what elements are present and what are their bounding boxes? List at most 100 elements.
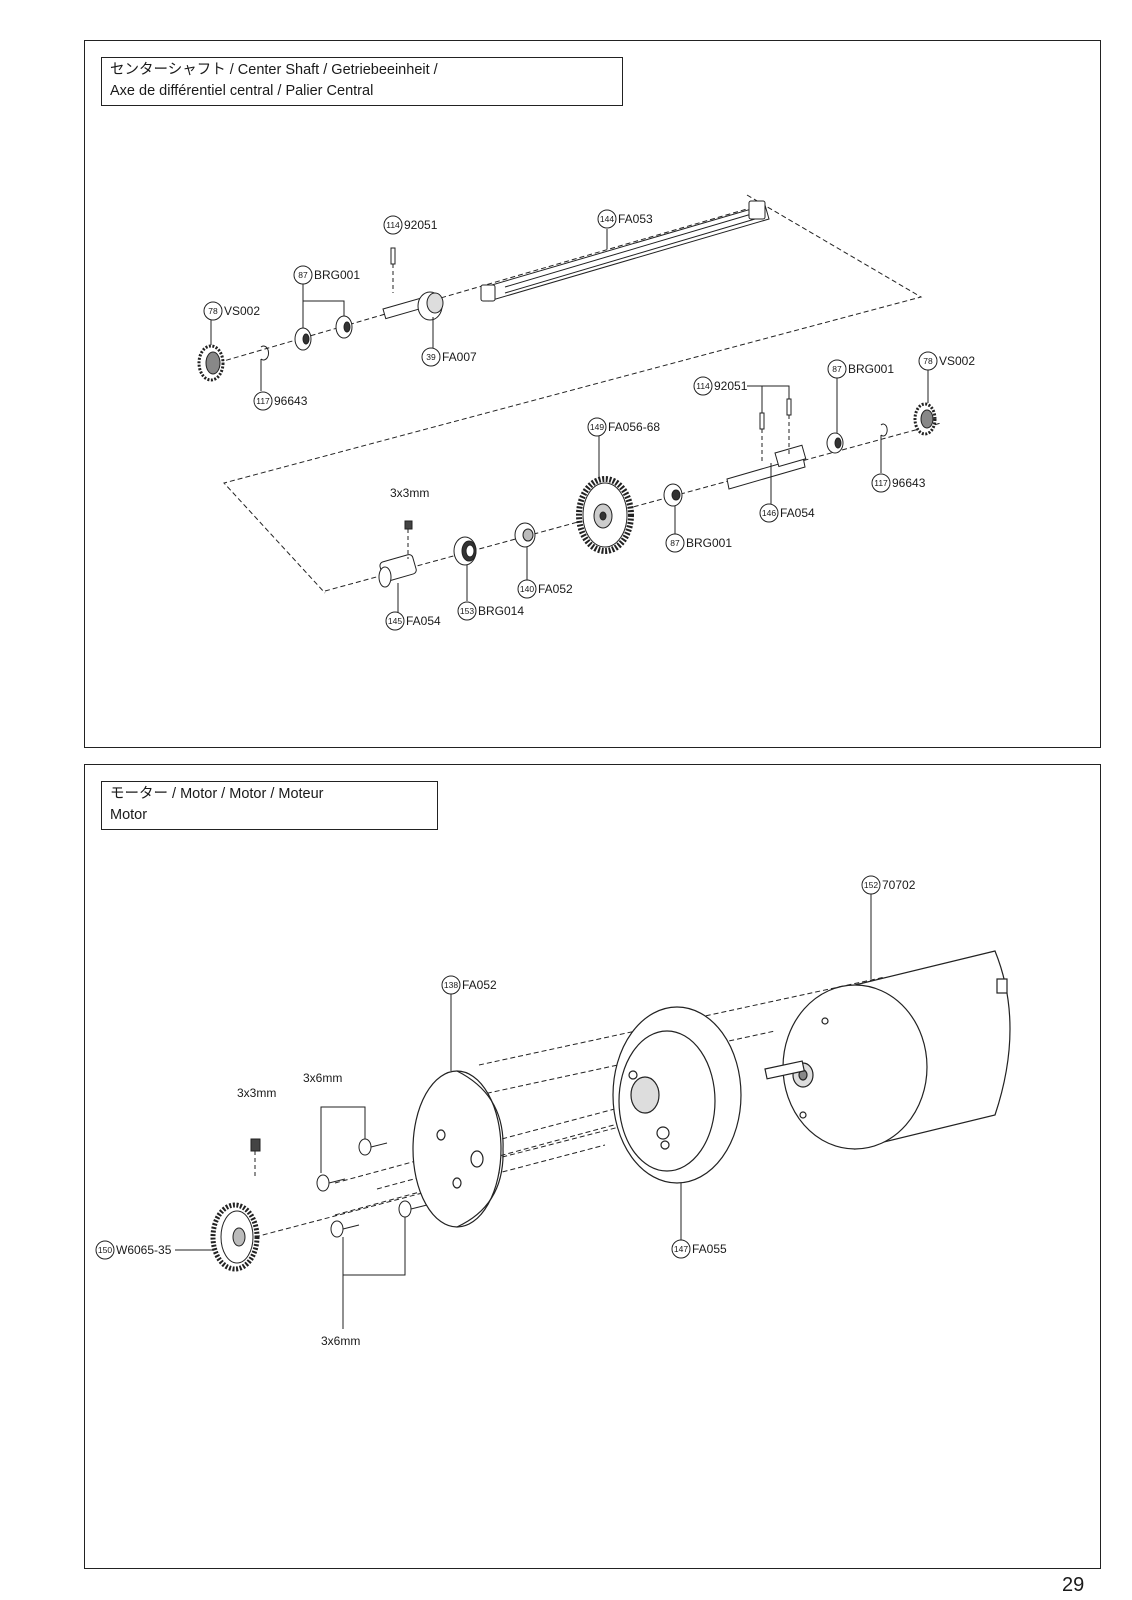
center-shaft-callout-circle xyxy=(587,417,607,437)
center-shaft-callout-number: 144 xyxy=(600,214,614,224)
center-shaft-callout-number: 39 xyxy=(426,352,436,362)
upper-screws-label: 3x6mm xyxy=(303,1071,342,1085)
screw-upper-right xyxy=(358,1138,388,1156)
center-shaft-part-code: FA054 xyxy=(780,506,815,520)
motor-title: モーター / Motor / Motor / Moteur Motor xyxy=(101,781,438,830)
motor-callout-circle xyxy=(671,1239,691,1259)
center-shaft-callout-circle xyxy=(383,215,403,235)
center-shaft-callout-number: 145 xyxy=(388,616,402,626)
motor-can xyxy=(764,950,1011,1150)
leader-87-top xyxy=(302,300,345,328)
bearing-lower xyxy=(663,483,683,507)
center-shaft-callout-circle xyxy=(759,503,779,523)
center-shaft-title-line1: センターシャフト / Center Shaft / Getriebeeinhei… xyxy=(110,62,438,78)
center-shaft-callout-number: 153 xyxy=(460,606,474,616)
center-shaft-part-code: BRG001 xyxy=(686,536,732,550)
center-shaft-part-code: FA054 xyxy=(406,614,441,628)
pinion-right xyxy=(913,402,937,436)
lower-screws-label: 3x6mm xyxy=(321,1334,360,1348)
set-screw xyxy=(404,520,413,530)
center-shaft-title: センターシャフト / Center Shaft / Getriebeeinhei… xyxy=(101,57,623,106)
motor-title-line2: Motor xyxy=(110,807,148,823)
motor-part-code: FA052 xyxy=(462,978,497,992)
motor-part-code: FA055 xyxy=(692,1242,727,1256)
spur-gear xyxy=(576,476,634,554)
center-shaft-part-code: VS002 xyxy=(224,304,260,318)
screw-lower-right xyxy=(398,1200,428,1218)
upper-axis xyxy=(202,208,748,368)
motor-mount xyxy=(612,1006,742,1184)
bearings-top xyxy=(294,315,353,351)
hex-hub xyxy=(514,522,536,548)
motor-set-screw xyxy=(250,1138,261,1152)
center-shaft-part-code: FA052 xyxy=(538,582,573,596)
pin-right-2 xyxy=(786,398,792,416)
bearing-right xyxy=(826,432,844,454)
output-shaft xyxy=(726,444,807,490)
center-shaft-callout-number: 87 xyxy=(670,538,680,548)
center-shaft-diagram: 11492051144FA05387BRG00178VS00239FA00711… xyxy=(197,194,975,631)
center-shaft-part-code: BRG001 xyxy=(848,362,894,376)
screw-lower-left xyxy=(330,1220,360,1238)
center-shaft-part-code: 96643 xyxy=(892,476,926,490)
center-shaft-callout-circle xyxy=(827,359,847,379)
center-shaft-callout-number: 87 xyxy=(298,270,308,280)
center-shaft-callout-circle xyxy=(457,601,477,621)
center-shaft-callout-number: 140 xyxy=(520,584,534,594)
center-shaft-callout-number: 149 xyxy=(590,422,604,432)
center-shaft-part-code: BRG001 xyxy=(314,268,360,282)
center-shaft-callout-number: 87 xyxy=(832,364,842,374)
motor-panel: モーター / Motor / Motor / Moteur Motor xyxy=(84,764,1101,1569)
center-shaft-part-code: BRG014 xyxy=(478,604,524,618)
center-shaft-panel: センターシャフト / Center Shaft / Getriebeeinhei… xyxy=(84,40,1101,748)
center-shaft-callout-circle xyxy=(597,209,617,229)
motor-callout-circle xyxy=(95,1240,115,1260)
assembly-outline xyxy=(223,194,923,594)
center-shaft-part-code: 92051 xyxy=(714,379,748,393)
leader-114-right xyxy=(747,385,790,399)
center-shaft-callout-number: 146 xyxy=(762,508,776,518)
cup-joint xyxy=(382,291,444,321)
center-shaft-callout-number: 117 xyxy=(874,478,888,488)
motor-callout-circle xyxy=(861,875,881,895)
center-shaft-callout-circle xyxy=(665,533,685,553)
center-shaft-callout-circle xyxy=(693,376,713,396)
motor-callout-circle xyxy=(441,975,461,995)
center-shaft-callout-number: 78 xyxy=(208,306,218,316)
motor-plate xyxy=(412,1070,504,1228)
screw-label-3x3: 3x3mm xyxy=(390,486,429,500)
center-shaft-callout-number: 117 xyxy=(256,396,270,406)
drive-joint xyxy=(378,554,417,588)
set-screw-label: 3x3mm xyxy=(237,1086,276,1100)
center-shaft-callout-number: 114 xyxy=(386,220,400,230)
center-shaft-part-code: FA007 xyxy=(442,350,477,364)
center-shaft-part-code: FA053 xyxy=(618,212,653,226)
pin-right-1 xyxy=(759,412,765,430)
center-shaft-part-code: 96643 xyxy=(274,394,308,408)
pin-top xyxy=(390,247,396,265)
page-number: 29 xyxy=(1062,1574,1085,1596)
center-shaft-callout-circle xyxy=(871,473,891,493)
motor-callout-number: 138 xyxy=(444,980,458,990)
center-shaft-callout-circle xyxy=(293,265,313,285)
motor-callout-number: 152 xyxy=(864,880,878,890)
e-clip-top xyxy=(260,345,270,361)
center-shaft-callout-circle xyxy=(918,351,938,371)
center-shaft-callout-circle xyxy=(421,347,441,367)
center-shaft-part-code: 92051 xyxy=(404,218,438,232)
center-shaft-callout-circle xyxy=(253,391,273,411)
center-shaft-callout-circle xyxy=(203,301,223,321)
motor-pinion xyxy=(210,1202,260,1272)
center-shaft-callout-circle xyxy=(385,611,405,631)
center-shaft-part-code: FA056-68 xyxy=(608,420,660,434)
center-shaft-callout-circle xyxy=(517,579,537,599)
center-shaft-part-code: VS002 xyxy=(939,354,975,368)
bearing-large xyxy=(453,536,477,566)
motor-title-line1: モーター / Motor / Motor / Moteur xyxy=(110,786,324,802)
screw-upper-left xyxy=(316,1174,346,1192)
center-shaft-title-line2: Axe de différentiel central / Palier Cen… xyxy=(110,83,374,99)
center-shaft-callout-number: 78 xyxy=(923,356,933,366)
motor-part-code: 70702 xyxy=(882,878,916,892)
e-clip-right xyxy=(880,423,888,437)
